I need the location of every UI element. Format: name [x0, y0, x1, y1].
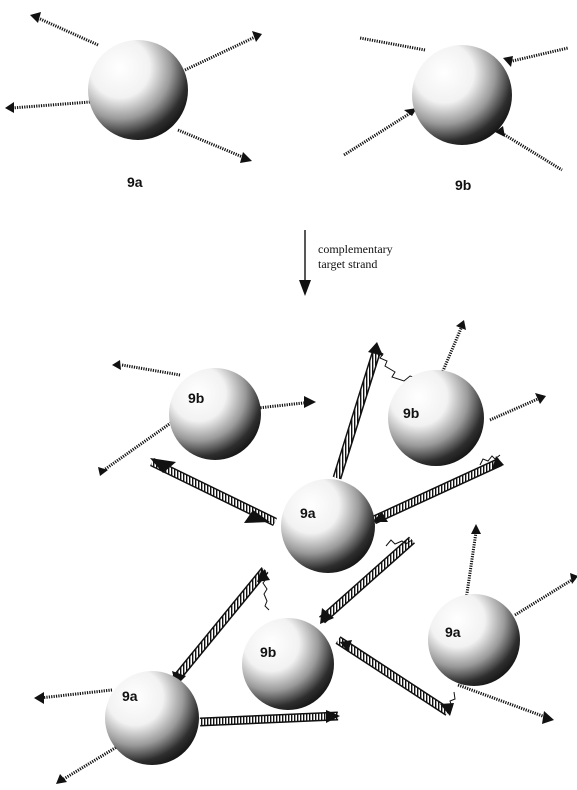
- free-strand: [458, 685, 548, 718]
- label-9b-right: 9b: [403, 405, 419, 421]
- arrowhead: [471, 524, 481, 534]
- strand-9b-top-3: [344, 108, 417, 155]
- arrow-label-line2: target strand: [318, 257, 377, 271]
- label-9b-lower: 9b: [260, 644, 276, 660]
- label-9a-bottom-left: 9a: [122, 688, 138, 704]
- arrowhead: [542, 711, 554, 724]
- arrowhead: [304, 396, 316, 408]
- sphere-9a-top: [88, 40, 188, 140]
- particle-9b-top: [344, 38, 568, 170]
- duplex-strand-7: [200, 716, 338, 722]
- strand-9b-top-2: [503, 48, 568, 67]
- strand-9a-top-4: [178, 130, 252, 163]
- free-strand: [62, 745, 120, 780]
- sphere-9a-right: [428, 594, 520, 686]
- free-strand: [466, 532, 476, 600]
- arrowhead: [368, 342, 383, 356]
- arrowhead: [98, 467, 108, 476]
- sphere-9a-center: [281, 479, 375, 573]
- particle-9a-top: [5, 12, 262, 163]
- strand-9a-top-3: [5, 102, 90, 113]
- free-strand: [258, 402, 312, 408]
- free-strand: [490, 398, 540, 420]
- free-strand: [515, 578, 575, 615]
- arrowhead: [570, 573, 577, 584]
- reaction-arrow: [299, 230, 311, 296]
- label-9b-left: 9b: [188, 390, 204, 406]
- duplex-strand-2: [337, 350, 377, 478]
- arrowhead: [56, 774, 67, 784]
- sphere-9b-lower: [242, 618, 334, 710]
- sphere-9b-left: [169, 368, 261, 460]
- label-9a-top: 9a: [127, 174, 143, 190]
- label-9b-top: 9b: [455, 177, 471, 193]
- strand-9b-top-4: [495, 126, 562, 170]
- strand-9b-top-1: [360, 38, 425, 50]
- free-strand: [440, 326, 462, 378]
- sphere-9b-top: [412, 45, 512, 145]
- free-strand: [122, 365, 180, 375]
- arrowhead: [34, 692, 44, 704]
- label-9a-center: 9a: [300, 505, 316, 521]
- label-9a-right: 9a: [445, 624, 461, 640]
- arrow-label-line1: complementary: [318, 242, 393, 256]
- network-particles: [105, 368, 520, 765]
- duplex-strand-3: [374, 462, 500, 520]
- strand-9a-top-1: [30, 12, 98, 45]
- sphere-9a-bottom-left: [105, 671, 199, 765]
- free-strand: [40, 690, 112, 698]
- strand-9a-top-2: [185, 31, 262, 70]
- arrowhead: [112, 360, 121, 370]
